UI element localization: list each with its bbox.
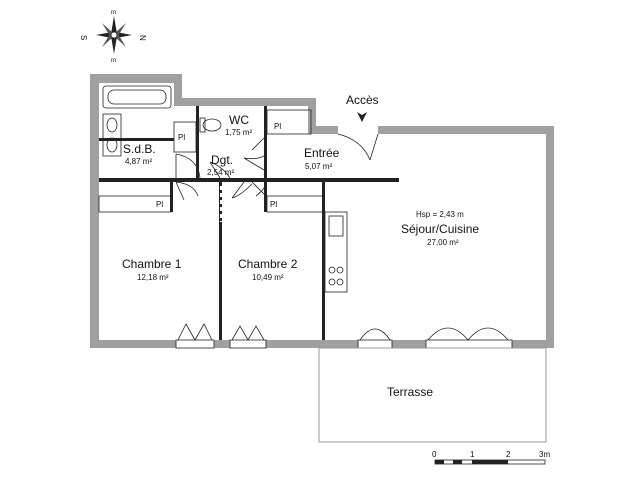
closet-label-ch1: Pl <box>156 200 163 209</box>
room-name-sejour: Séjour/Cuisine <box>401 222 479 236</box>
room-name-ch2: Chambre 2 <box>238 257 298 271</box>
room-name-sdb: S.d.B. <box>123 142 156 156</box>
terrace-outline <box>318 347 547 443</box>
sink-icon <box>102 113 122 157</box>
room-area-wc: 1,75 m² <box>225 128 252 137</box>
closet-label-sdb: Pl <box>178 133 185 142</box>
room-name-entree: Entrée <box>304 146 340 160</box>
interior-walls <box>99 106 399 340</box>
entrance-arrow-icon <box>357 112 367 122</box>
room-area-dgt: 2,54 m² <box>207 168 234 177</box>
scale-bar <box>434 459 546 465</box>
kitchen-counter <box>324 211 348 293</box>
compass-east-label: m <box>111 58 116 64</box>
doors <box>175 133 379 201</box>
scale-tick-1: 1 <box>470 450 475 459</box>
exterior-walls <box>90 74 554 348</box>
compass-south-label: S <box>79 35 88 40</box>
scale-tick-0: 0 <box>432 450 437 459</box>
room-name-dgt: Dgt. <box>211 153 233 167</box>
bathtub-icon <box>102 85 172 109</box>
toilet-icon <box>199 117 222 133</box>
compass-west-label: m <box>111 10 116 16</box>
ceiling-height-note: Hsp = 2,43 m <box>416 210 464 219</box>
windows <box>175 323 513 349</box>
closet-label-ch2: Pl <box>270 200 277 209</box>
compass-north-label: N <box>138 35 147 41</box>
room-area-entree: 5,07 m² <box>305 162 332 171</box>
closet-label-entree: Pl <box>274 122 281 131</box>
room-area-ch1: 12,18 m² <box>137 273 169 282</box>
room-area-sejour: 27,00 m² <box>427 238 459 247</box>
scale-tick-2: 2 <box>506 450 511 459</box>
entrance-label: Accès <box>346 93 379 107</box>
room-area-sdb: 4,87 m² <box>125 157 152 166</box>
scale-tick-3: 3m <box>539 450 550 459</box>
compass-rose-icon <box>96 16 132 54</box>
room-name-wc: WC <box>229 113 249 127</box>
room-name-terrasse: Terrasse <box>387 385 433 399</box>
room-name-ch1: Chambre 1 <box>122 257 182 271</box>
room-area-ch2: 10,49 m² <box>252 273 284 282</box>
closets <box>98 109 324 213</box>
